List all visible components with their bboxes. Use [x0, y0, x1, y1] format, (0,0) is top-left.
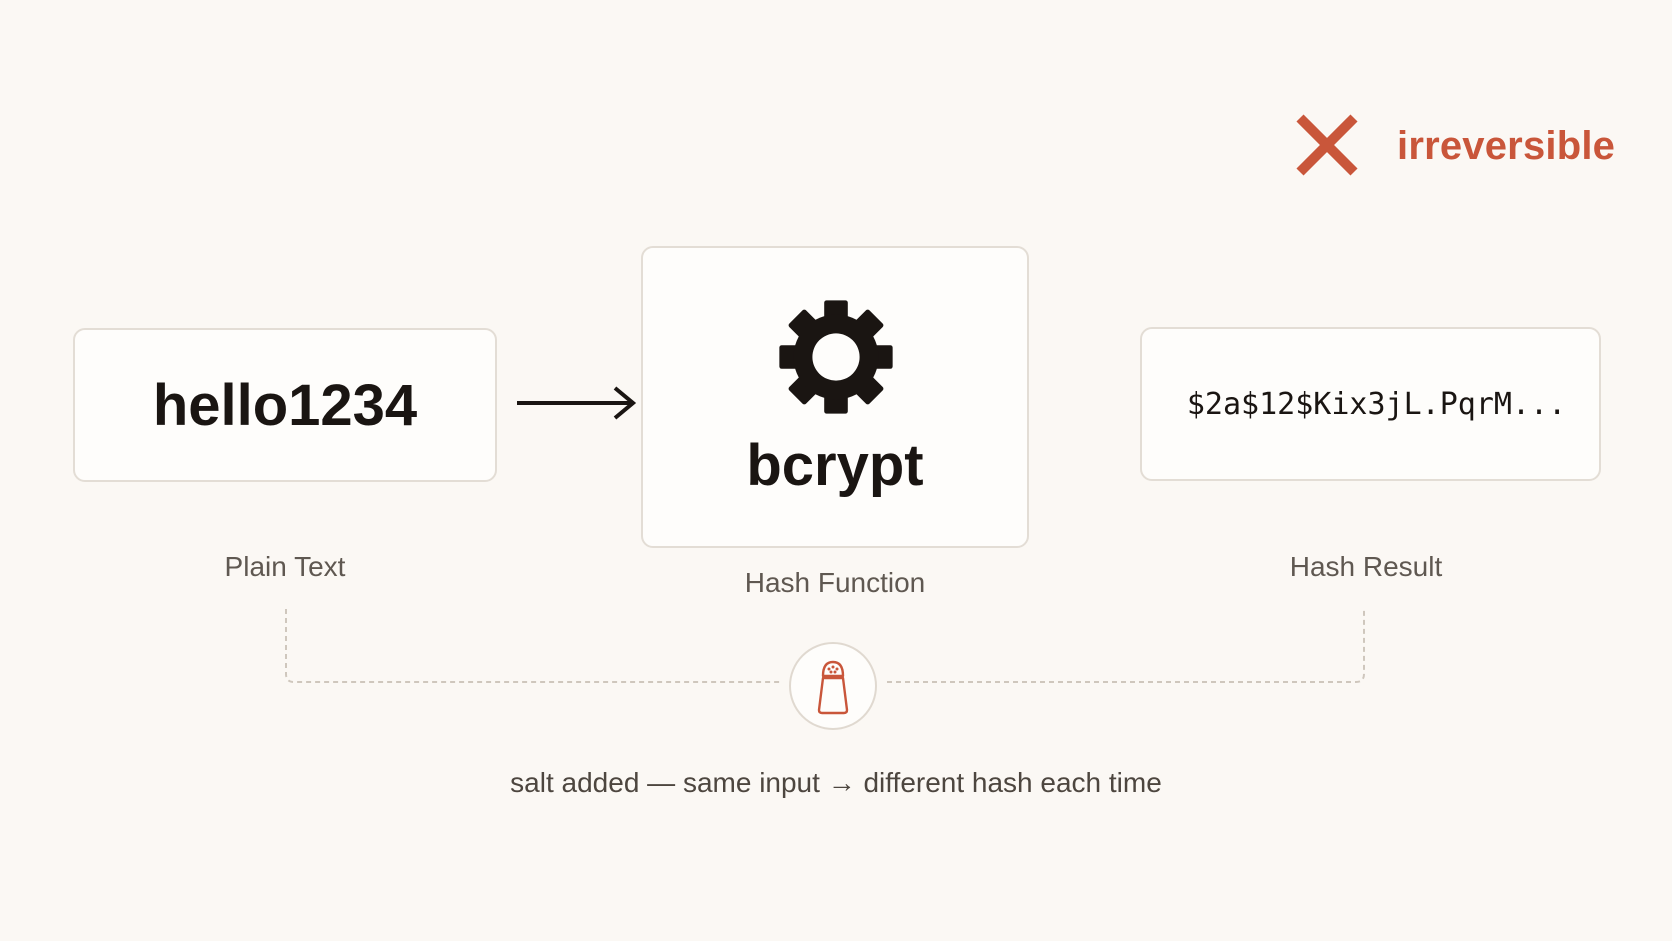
- x-icon: [1296, 114, 1358, 176]
- hash-result-box: $2a$12$Kix3jL.PqrM...: [1140, 327, 1601, 481]
- hash-result-value: $2a$12$Kix3jL.PqrM...: [1186, 386, 1567, 422]
- gear-icon: [779, 300, 893, 414]
- irreversible-label: irreversible: [1397, 124, 1616, 168]
- hash-result-caption: Hash Result: [1289, 551, 1443, 582]
- plain-text-box: hello1234: [73, 328, 497, 482]
- plain-text-value: hello1234: [152, 372, 418, 438]
- plain-text-caption: Plain Text: [224, 551, 346, 582]
- salt-caption: salt added — same input → different hash…: [510, 767, 1162, 798]
- salt-badge: [789, 642, 877, 730]
- hash-function-name: bcrypt: [746, 433, 924, 498]
- hash-function-caption: Hash Function: [744, 567, 926, 598]
- salt-shaker-icon: [817, 660, 849, 715]
- hash-function-box: bcrypt: [641, 246, 1029, 548]
- right-arrow-icon: [517, 386, 637, 420]
